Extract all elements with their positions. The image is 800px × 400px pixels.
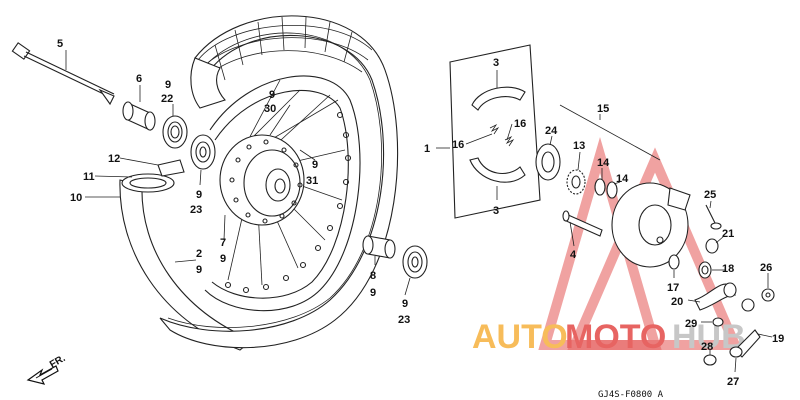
front-direction-indicator: FR.	[26, 353, 68, 385]
tube-part-10	[119, 173, 254, 351]
label-22: 22	[161, 93, 173, 105]
brake-shoe-lower	[469, 157, 526, 183]
label-1: 1	[424, 143, 430, 155]
label-29: 29	[685, 318, 697, 330]
fr-label: FR.	[48, 353, 68, 371]
spacer-part-6	[122, 101, 156, 131]
label-10: 10	[70, 192, 82, 204]
bolt-part-28	[703, 354, 717, 366]
label-9e: 9	[220, 253, 226, 265]
label-23-right: 23	[398, 314, 410, 326]
tire-part-2	[159, 15, 399, 349]
label-9g: 9	[370, 287, 376, 299]
label-26: 26	[760, 262, 772, 274]
diagram-code: GJ4S-F0800 A	[598, 390, 664, 400]
rim-band-part-12	[157, 159, 185, 177]
axle-part-5	[11, 42, 115, 106]
label-8: 8	[370, 270, 376, 282]
nut-part-26	[761, 288, 775, 302]
label-20: 20	[671, 296, 683, 308]
label-9d: 9	[196, 189, 202, 201]
watermark-text-moto: MOTO	[565, 318, 666, 356]
label-16-left: 16	[452, 139, 464, 151]
label-13: 13	[573, 140, 585, 152]
label-9b: 9	[269, 89, 275, 101]
watermark-text-auto: AUTO	[472, 318, 568, 356]
collar-part-8	[362, 235, 396, 259]
brake-shoe-upper	[471, 86, 526, 111]
label-19: 19	[772, 333, 784, 345]
label-7: 7	[220, 237, 226, 249]
label-15: 15	[597, 103, 609, 115]
label-6: 6	[136, 73, 142, 85]
label-11: 11	[83, 171, 95, 183]
label-9f: 9	[196, 264, 202, 276]
label-23-left: 23	[190, 204, 202, 216]
label-21: 21	[722, 228, 734, 240]
label-25: 25	[704, 189, 716, 201]
label-31: 31	[306, 175, 318, 187]
label-28: 28	[701, 341, 713, 353]
wheel-rim	[204, 75, 361, 312]
hub-part-7	[219, 134, 305, 226]
cam-part-4	[562, 210, 603, 237]
nut-part-21	[705, 238, 719, 254]
label-27: 27	[727, 376, 739, 388]
bolt-part-25	[705, 204, 722, 230]
label-3-lower: 3	[493, 205, 499, 217]
bearing-part-23-left	[190, 134, 216, 170]
label-3-upper: 3	[493, 57, 499, 69]
label-14-lower: 14	[616, 173, 629, 185]
seal-part-24	[535, 143, 561, 181]
label-14-upper: 14	[597, 157, 610, 169]
pin-part-29	[712, 317, 724, 327]
label-24: 24	[545, 125, 558, 137]
label-18: 18	[722, 263, 734, 275]
bearing-part-23-right	[402, 245, 428, 279]
label-30: 30	[264, 103, 276, 115]
label-16-right: 16	[514, 118, 526, 130]
washer-part-14	[594, 178, 618, 199]
ring-part-17	[668, 254, 680, 270]
label-5: 5	[57, 38, 63, 50]
spring-part-18	[698, 261, 712, 279]
brake-shoe-set-part-1	[449, 44, 541, 219]
leader-lines	[65, 50, 773, 373]
label-4: 4	[570, 249, 577, 261]
fr-arrow-icon	[26, 365, 59, 385]
part-labels: 5 6 9 22 9 30 3 16 16 3 1 24 15 13 14 14…	[57, 38, 784, 388]
bearing-part-22	[162, 115, 188, 149]
label-2: 2	[196, 248, 202, 260]
bolt-part-27	[729, 346, 743, 358]
label-9h: 9	[402, 298, 408, 310]
label-9a: 9	[165, 79, 171, 91]
label-9c: 9	[312, 159, 318, 171]
arm-part-20	[694, 282, 737, 311]
brake-panel-part-15	[611, 182, 691, 268]
gear-part-13	[566, 169, 586, 195]
label-17: 17	[667, 282, 679, 294]
label-12: 12	[108, 153, 120, 165]
